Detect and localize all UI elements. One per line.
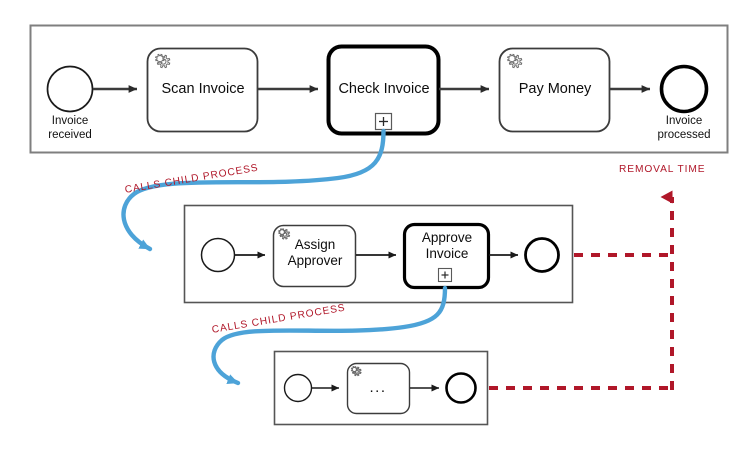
child1-end-event[interactable] xyxy=(524,237,560,273)
parent-end-event[interactable] xyxy=(659,64,709,114)
gear-icon xyxy=(155,53,171,69)
child2-start-event[interactable] xyxy=(283,373,313,403)
gear-icon xyxy=(278,228,291,240)
child2-task-ellipsis[interactable] xyxy=(346,362,411,415)
parent-start-event[interactable] xyxy=(46,65,94,113)
gear-icon xyxy=(507,53,523,69)
call-child-process-arrow-1 xyxy=(121,128,386,252)
child1-task-assign-approver[interactable] xyxy=(272,224,357,288)
parent-task-scan-invoice[interactable] xyxy=(146,47,259,133)
child2-end-event[interactable] xyxy=(445,372,477,404)
child1-start-event[interactable] xyxy=(200,237,236,273)
call-child-process-arrow-2 xyxy=(211,285,448,386)
child-process-pool-level-1 xyxy=(183,204,574,304)
parent-task-pay-money[interactable] xyxy=(498,47,611,133)
gear-icon xyxy=(350,365,362,377)
